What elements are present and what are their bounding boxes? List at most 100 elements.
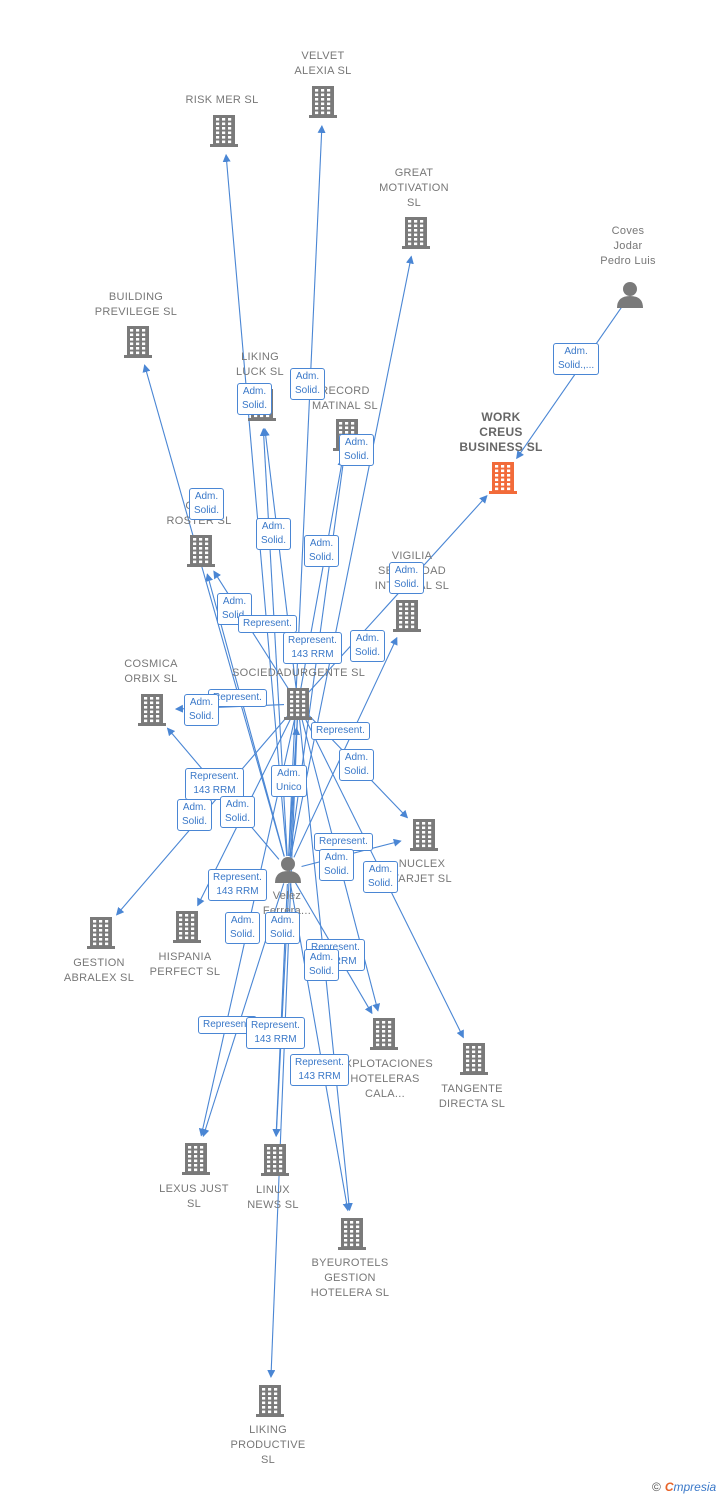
empresia-footer[interactable]: ©Cmpresia xyxy=(652,1480,716,1494)
building-icon-explot[interactable] xyxy=(370,1018,398,1050)
relation-badge[interactable]: Adm.Solid. xyxy=(339,434,375,466)
building-icon-vigilia[interactable] xyxy=(393,600,421,632)
relation-badge[interactable]: Adm.Solid. xyxy=(304,949,340,981)
relation-badge[interactable]: Represent.143 RRM xyxy=(185,768,244,800)
relation-badge[interactable]: Adm.Solid. xyxy=(256,518,292,550)
relation-badge[interactable]: Adm. Solid. xyxy=(237,383,273,415)
node-label-line: MATINAL SL xyxy=(312,400,378,412)
node-label-riskmer[interactable]: RISK MER SL xyxy=(157,93,287,108)
building-icon-riskmer[interactable] xyxy=(210,115,238,147)
relation-badge[interactable]: Adm.Solid. xyxy=(304,535,340,567)
building-icon-byeurotels[interactable] xyxy=(338,1218,366,1250)
relation-badge[interactable]: Adm.Solid. xyxy=(189,488,225,520)
building-icon-cosmo[interactable] xyxy=(187,535,215,567)
relation-badge[interactable]: Adm.Unico xyxy=(271,765,307,797)
relation-badge[interactable]: Represent.143 RRM xyxy=(283,632,342,664)
node-label-line: PREVILEGE SL xyxy=(94,306,178,318)
node-label-line: NUCLEX xyxy=(398,858,446,870)
relation-badge-text: Represent. xyxy=(203,1019,252,1030)
relation-badge[interactable]: Adm.Solid. xyxy=(177,799,213,831)
relation-badge-text: Represent. xyxy=(213,692,262,703)
relation-badge[interactable]: Represent. xyxy=(311,722,370,740)
node-label-line: SL xyxy=(260,1454,276,1466)
node-label-line: RECORD xyxy=(320,385,370,397)
building-icon-cosmica[interactable] xyxy=(138,694,166,726)
building-icon-linux[interactable] xyxy=(261,1144,289,1176)
building-icon-sociedad[interactable] xyxy=(284,688,312,720)
relation-badge-text: Adm. xyxy=(355,633,380,644)
relation-badge-text: Adm. xyxy=(324,852,349,863)
relation-badge-text: Adm. xyxy=(242,386,267,397)
relation-badge[interactable]: Represent. xyxy=(208,689,267,707)
relation-badge-text: Solid. xyxy=(242,400,268,411)
relation-badge[interactable]: Represent. 143 RRM xyxy=(208,869,267,901)
relation-badge[interactable]: Adm.Solid. xyxy=(363,861,399,893)
relation-badge[interactable]: Represent. xyxy=(238,615,297,633)
node-label-line: GESTION xyxy=(324,1272,376,1284)
node-label-line: LUCK SL xyxy=(236,366,284,378)
building-icon-hispania[interactable] xyxy=(173,911,201,943)
relation-badge[interactable]: Adm.Solid. xyxy=(319,849,355,881)
relation-badge-text: Represent. xyxy=(311,942,360,953)
relation-badge-text: Adm. xyxy=(309,952,334,963)
relation-badge[interactable]: Represent.143 RRM xyxy=(246,1017,305,1049)
relation-badge[interactable]: Adm.Solid. xyxy=(290,368,326,400)
relation-badge[interactable]: Adm. Solid.,... xyxy=(553,343,600,375)
relation-badge-text: Solid. xyxy=(225,813,251,824)
relation-badge-text: Adm. xyxy=(230,915,255,926)
relation-badge-text: Adm. xyxy=(225,799,250,810)
building-icon-tangente[interactable] xyxy=(460,1043,488,1075)
building-icon-lexus[interactable] xyxy=(182,1143,210,1175)
relation-badge-text: Solid. xyxy=(182,816,208,827)
relation-badge-text: Represent. xyxy=(213,872,262,883)
building-icon-gestion[interactable] xyxy=(87,917,115,949)
relation-badge[interactable]: Adm.Solid. xyxy=(339,749,375,781)
relation-badge-text: Adm. xyxy=(368,864,393,875)
node-label-line: PRODUCTIVE xyxy=(230,1439,306,1451)
relation-badge[interactable]: Adm. Solid. xyxy=(220,796,256,828)
relation-badge-text: Solid.,... xyxy=(558,360,595,371)
building-icon-nuclex[interactable] xyxy=(410,819,438,851)
person-icon-velez[interactable] xyxy=(275,857,301,883)
brand-name: mpresia xyxy=(673,1480,717,1494)
relation-badge[interactable]: Adm.Solid. xyxy=(389,562,425,594)
node-label-line: ORBIX SL xyxy=(124,673,178,685)
relation-badge-text: 143 RRM xyxy=(216,886,259,897)
relation-badge[interactable]: Adm.Solid. xyxy=(184,694,220,726)
relation-badge-text: Represent. xyxy=(251,1020,300,1031)
building-icon-great[interactable] xyxy=(402,217,430,249)
building-icon-velvet[interactable] xyxy=(309,86,337,118)
relation-badge[interactable]: Adm.Solid. xyxy=(265,912,301,944)
relation-badge[interactable]: Adm.Solid. xyxy=(225,912,261,944)
brand-initial: C xyxy=(664,1480,674,1494)
building-icon-workcreus[interactable] xyxy=(489,462,517,494)
node-label-line: NEWS SL xyxy=(247,1199,299,1211)
relation-badge-text: Adm. xyxy=(564,346,588,357)
relation-badge-text: Adm. xyxy=(309,538,334,549)
relation-badge[interactable]: Represent.143 RRM xyxy=(290,1054,349,1086)
edge-coves-to-workcreus xyxy=(516,306,623,460)
node-label-line: RISK MER SL xyxy=(185,94,259,106)
person-icon-coves[interactable] xyxy=(617,282,643,308)
building-icon-building[interactable] xyxy=(124,326,152,358)
node-label-record[interactable]: RECORD MATINAL SL xyxy=(280,384,410,414)
relation-badge[interactable]: Adm.Solid. xyxy=(350,630,386,662)
building-icon-likingprod[interactable] xyxy=(256,1385,284,1417)
